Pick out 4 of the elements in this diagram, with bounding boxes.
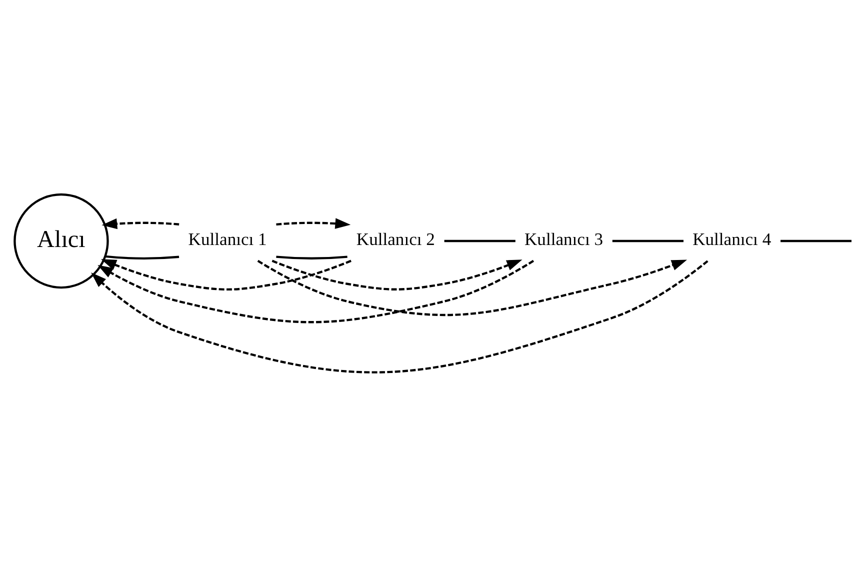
node-text: Kullanıcı 4: [692, 229, 772, 250]
node-text: Kullanıcı 2: [356, 229, 435, 250]
node-text: Kullanıcı 1: [188, 229, 267, 250]
node-text: Kullanıcı 3: [524, 229, 604, 250]
